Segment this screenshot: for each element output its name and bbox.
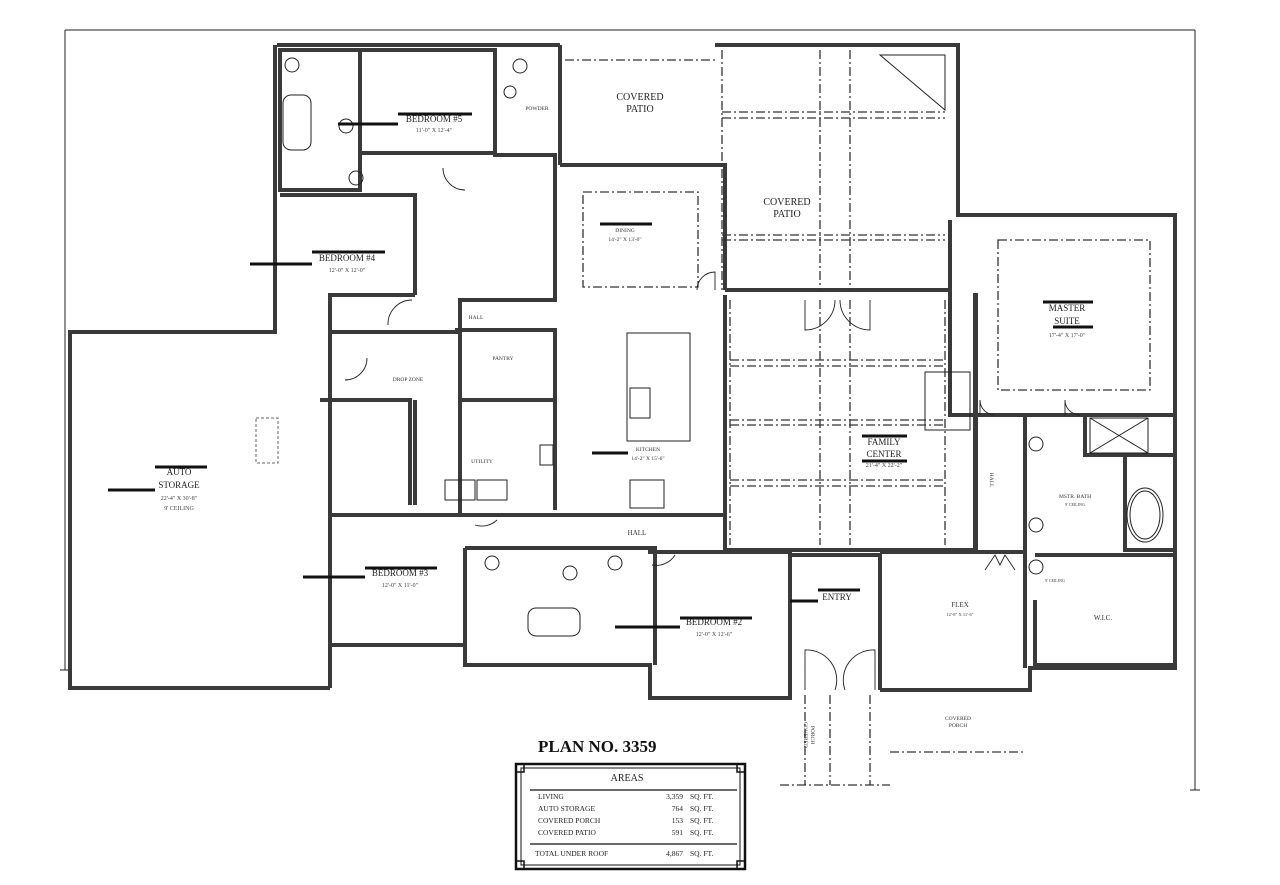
total-label: TOTAL UNDER ROOF <box>535 849 608 858</box>
flex-label: FLEX <box>951 601 969 609</box>
room-labels: COVERED PATIO COVERED PATIO BEDROOM #5 1… <box>158 92 1112 748</box>
covered-porch-label: COVERED <box>945 716 971 722</box>
garden-tub-icon <box>1126 487 1164 543</box>
ceiling-lines <box>255 50 1151 786</box>
bedroom4-label: BEDROOM #4 <box>319 253 376 263</box>
covered-patio-label: COVERED <box>616 92 663 103</box>
doors <box>344 167 1081 691</box>
areas-table: AREAS LIVING 3,359 SQ. FT. AUTO STORAGE … <box>514 762 747 871</box>
bedroom2-dims: 12'-0" X 12'-6" <box>696 632 733 638</box>
area-label: COVERED PATIO <box>538 828 596 837</box>
bedroom4-dims: 12'-0" X 12'-0" <box>329 268 366 274</box>
plan-title: PLAN NO. 3359 <box>538 737 657 756</box>
master-suite-label: SUITE <box>1054 316 1080 326</box>
total-value: 4,867 <box>666 849 683 858</box>
master-suite-label: MASTER <box>1049 303 1086 313</box>
auto-storage-label: AUTO <box>167 467 192 477</box>
dining-label: DINING <box>615 228 635 234</box>
covered-patio-label: PATIO <box>773 209 800 220</box>
area-total-row: TOTAL UNDER ROOF 4,867 SQ. FT. <box>535 849 714 858</box>
master-suite-dims: 17'-4" X 17'-0" <box>1049 333 1086 339</box>
area-value: 3,359 <box>666 792 683 801</box>
hall-label: HALL <box>628 529 647 537</box>
label-bars <box>108 112 1093 629</box>
area-unit: SQ. FT. <box>690 828 714 837</box>
pantry-label: PANTRY <box>492 356 513 362</box>
master-bath-ceiling: 9' CEILING <box>1065 502 1085 507</box>
hall-label: HALL <box>469 315 484 321</box>
master-bath-label: MSTR. BATH <box>1059 494 1091 500</box>
bathtub-icon <box>282 94 312 151</box>
area-label: LIVING <box>538 792 564 801</box>
area-row: COVERED PORCH 153 SQ. FT. <box>538 816 714 825</box>
utility-label: UTILITY <box>471 459 493 465</box>
sink-icon <box>629 387 651 419</box>
covered-patio-label: PATIO <box>626 104 653 115</box>
area-label: COVERED PORCH <box>538 816 601 825</box>
area-row: LIVING 3,359 SQ. FT. <box>538 792 714 801</box>
auto-storage-dims: 22'-4" X 30'-8" <box>161 496 198 502</box>
covered-porch-label: PORCH <box>949 723 967 729</box>
drop-zone-label: DROP ZONE <box>393 377 424 383</box>
hall-label: HALL <box>988 473 994 488</box>
shower-icon <box>1089 417 1149 454</box>
area-value: 591 <box>672 828 684 837</box>
area-unit: SQ. FT. <box>690 792 714 801</box>
family-center-label: FAMILY <box>868 437 901 447</box>
fireplace-icon <box>924 371 971 431</box>
area-unit: SQ. FT. <box>690 816 714 825</box>
bedroom5-dims: 11'-0" X 12'-4" <box>416 128 453 134</box>
bedroom5-label: BEDROOM #5 <box>406 114 463 124</box>
dimension-lines <box>60 29 1200 791</box>
area-row: AUTO STORAGE 764 SQ. FT. <box>538 804 714 813</box>
area-label: AUTO STORAGE <box>538 804 595 813</box>
area-unit: SQ. FT. <box>690 804 714 813</box>
bedroom2-label: BEDROOM #2 <box>686 617 742 627</box>
powder-label: POWDER <box>525 106 549 112</box>
area-value: 153 <box>672 816 684 825</box>
exterior-walls <box>68 43 1177 700</box>
covered-porch-label: PORCH <box>809 726 815 744</box>
areas-heading: AREAS <box>611 773 644 784</box>
bedroom3-dims: 12'-0" X 11'-0" <box>382 583 419 589</box>
bedroom3-label: BEDROOM #3 <box>372 568 429 578</box>
corner-fireplace-icon <box>878 54 946 112</box>
kitchen-label: KITCHEN <box>636 447 660 453</box>
auto-storage-label: STORAGE <box>158 480 200 490</box>
covered-patio-label: COVERED <box>763 197 810 208</box>
interior-walls <box>278 48 1177 698</box>
covered-porch-label: COVERED <box>802 722 808 748</box>
area-value: 764 <box>672 804 684 813</box>
total-unit: SQ. FT. <box>690 849 714 858</box>
wc-ceiling: 9' CEILING <box>1045 578 1065 583</box>
fixtures <box>282 54 1164 637</box>
area-row: COVERED PATIO 591 SQ. FT. <box>538 828 714 837</box>
bathtub-icon <box>527 607 581 637</box>
dining-dims: 14'-2" X 13'-0" <box>608 237 641 243</box>
auto-storage-ceiling: 9' CEILING <box>164 506 194 512</box>
flex-dims: 12'-8" X 11'-6" <box>946 612 973 617</box>
kitchen-dims: 14'-2" X 15'-6" <box>631 456 664 462</box>
family-center-label: CENTER <box>867 449 902 459</box>
entry-label: ENTRY <box>822 592 852 602</box>
family-center-dims: 21'-4" X 22'-2" <box>866 463 903 469</box>
wic-label: W.I.C. <box>1094 614 1112 622</box>
kitchen-island <box>626 332 691 442</box>
